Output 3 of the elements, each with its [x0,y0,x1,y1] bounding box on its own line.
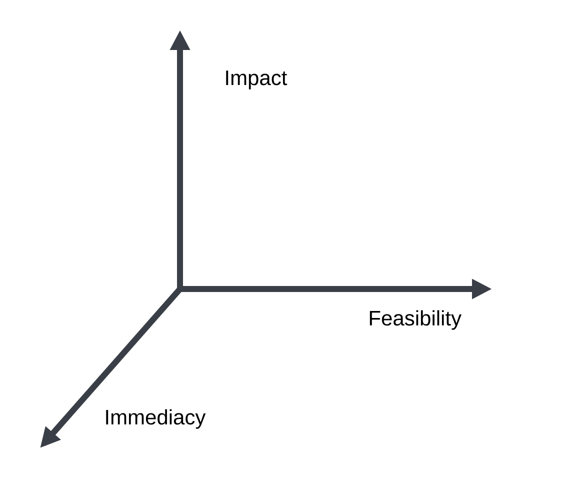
axis-label: Feasibility [370,310,462,330]
axis-label: Immediacy [106,409,206,429]
axis-label: Impact [226,70,288,90]
